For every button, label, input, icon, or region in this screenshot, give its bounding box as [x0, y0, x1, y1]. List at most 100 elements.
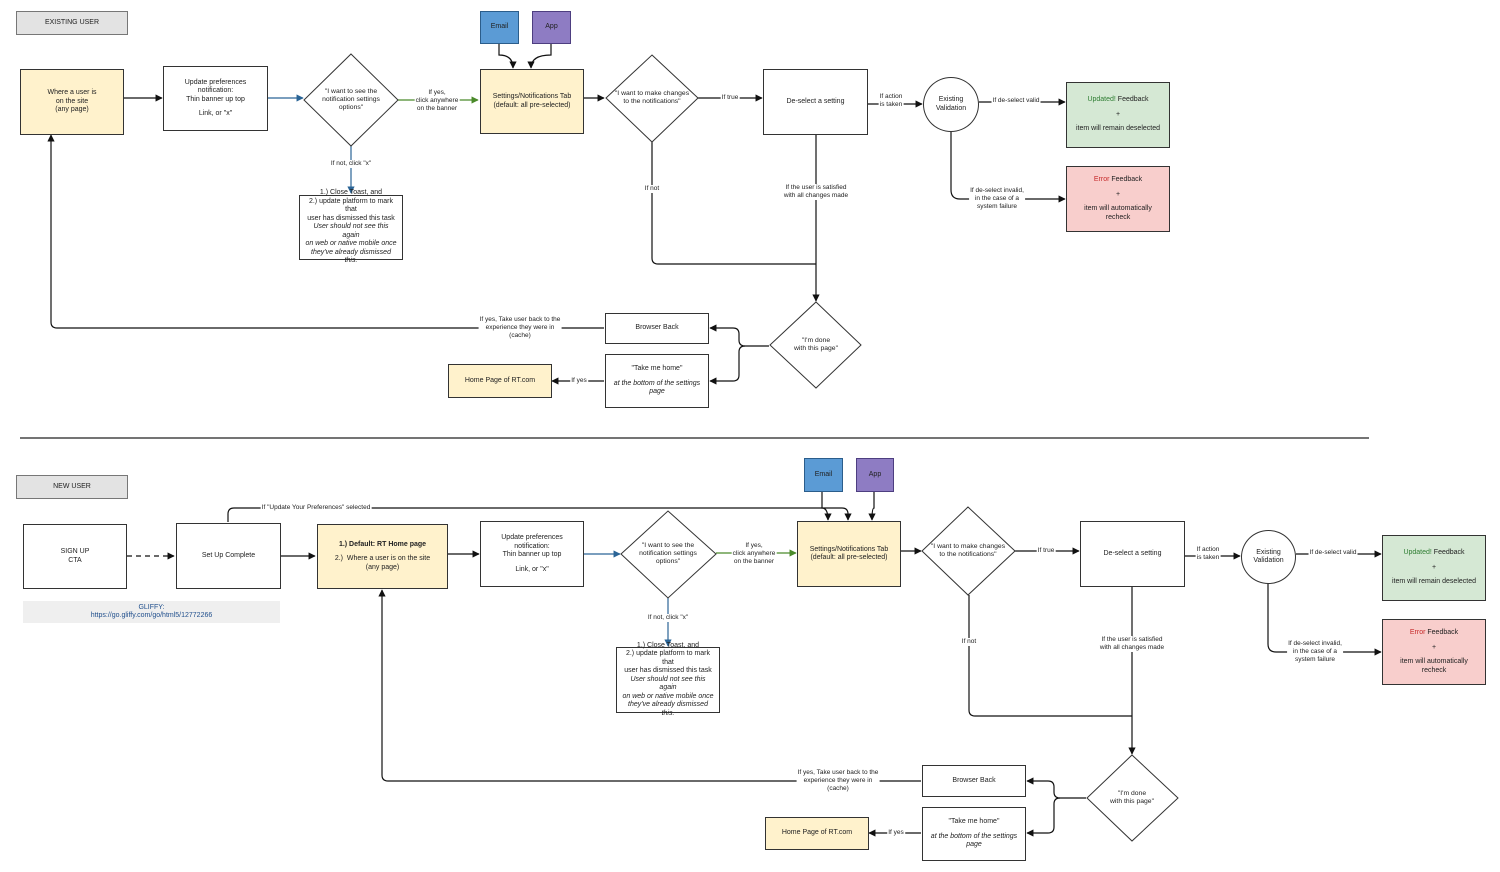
label-satisfied-2: If the user is satisfied with all change…	[1098, 636, 1166, 652]
toast-note-line: User should not see this again	[630, 675, 708, 692]
home-page-node-2: Home Page of RT.com	[765, 817, 869, 850]
label-line: If true	[721, 94, 739, 101]
app-channel-2: App	[856, 458, 894, 492]
app-channel: App	[532, 11, 571, 44]
app-label: App	[868, 470, 882, 478]
deselect-label: De-select a setting	[786, 97, 845, 105]
label-line: If "Update Your Preferences" selected	[261, 504, 371, 511]
setup-complete-node: Set Up Complete	[176, 523, 281, 589]
decision-done-2: "I'm done with this page"	[1110, 790, 1154, 806]
gliffy-note[interactable]: GLIFFY: https://go.gliffy.com/go/html5/1…	[23, 601, 280, 623]
updated-note: item will remain deselected	[1391, 578, 1477, 586]
decision-line: options"	[655, 558, 681, 565]
toast-node: 1.) Close Toast, and 2.) update platform…	[299, 189, 403, 264]
take-home-note: page	[649, 388, 665, 396]
validation-line: Existing	[1256, 548, 1281, 556]
label-line: system failure	[976, 203, 1018, 210]
take-home-note: at the bottom of the settings	[930, 832, 1018, 840]
label-line: If de-select invalid,	[1288, 640, 1342, 647]
decision-line: notification settings	[639, 550, 697, 557]
start-line: Where a user is	[47, 89, 97, 97]
updated-rest: Feedback	[1115, 96, 1149, 104]
label-not-click: If not, click "x"	[329, 160, 373, 168]
email-channel: Email	[480, 11, 519, 44]
signup-line: SIGN UP	[60, 548, 90, 555]
updated-feedback-node-2: Updated! Feedback + item will remain des…	[1382, 535, 1486, 601]
browser-back-label: Browser Back	[635, 324, 679, 332]
conn-setup-settings	[227, 507, 852, 522]
conn-change-ifnot	[651, 142, 816, 265]
label-line: If yes	[888, 829, 904, 836]
decision-done-shape	[769, 301, 862, 389]
label-action-taken-2: If action is taken	[1195, 546, 1221, 562]
setup-label: Set Up Complete	[201, 551, 256, 559]
gliffy-link[interactable]: https://go.gliffy.com/go/html5/12772266	[90, 612, 213, 619]
label-line: If de-select invalid,	[970, 187, 1024, 194]
notification-node: Update preferences notification: Thin ba…	[163, 66, 268, 131]
label-line: is taken	[879, 101, 903, 108]
email-channel-2: Email	[804, 458, 843, 492]
label-action-taken: If action is taken	[878, 93, 904, 109]
plus-sign: +	[1431, 643, 1437, 651]
decision-make-changes-shape	[605, 54, 699, 143]
decision-line: with this page"	[794, 345, 838, 352]
validation-line: Validation	[1253, 557, 1284, 564]
default-line: (any page)	[365, 563, 400, 571]
decision-make-changes-shape-2	[921, 506, 1016, 596]
label-line: If true	[1037, 547, 1055, 554]
label-deselect-valid: If de-select valid	[991, 97, 1041, 105]
deselect-label: De-select a setting	[1103, 549, 1162, 557]
label-line: with all changes made	[1099, 644, 1165, 651]
start-line: on the site	[55, 97, 89, 105]
toast-node-2: 1.) Close Toast, and 2.) update platform…	[616, 642, 720, 717]
toast-note-line: they've already dismissed this.	[628, 701, 710, 717]
decision-line: "I'm done	[1117, 790, 1147, 797]
conn-validation-error	[950, 132, 1066, 203]
new-user-header: NEW USER	[16, 475, 128, 499]
email-label: Email	[490, 23, 509, 31]
error-note: item will automatically recheck	[1400, 658, 1470, 674]
decision-line: notification settings	[322, 96, 380, 103]
deselect-node: De-select a setting	[763, 69, 868, 135]
settings-line: (default: all pre-selected)	[493, 101, 571, 109]
take-home-note: at the bottom of the settings	[613, 379, 701, 387]
plus-sign: +	[1115, 190, 1121, 198]
settings-line: Settings/Notifications Tab	[492, 93, 572, 100]
decision-see-settings-2: "I want to see the notification settings…	[639, 542, 697, 566]
label-line: If de-select valid	[992, 97, 1040, 104]
browser-back-node-2: Browser Back	[922, 765, 1026, 797]
default-title: 1.) Default: RT Home page	[338, 540, 427, 548]
label-line: with all changes made	[783, 192, 849, 199]
label-line: (cache)	[509, 332, 531, 339]
error-feedback-node: Error Feedback + item will automatically…	[1066, 166, 1170, 232]
error-title: Error Feedback	[1094, 176, 1142, 185]
take-home-label: "Take me home"	[631, 365, 683, 373]
conn-app-settings-2	[868, 492, 876, 521]
conn-back-start	[47, 134, 604, 329]
toast-line: 2.) update platform to mark that	[308, 197, 395, 214]
label-if-yes: If yes	[570, 377, 588, 385]
updated-feedback-node: Updated! Feedback + item will remain des…	[1066, 82, 1170, 148]
label-line: in the case of a	[974, 195, 1020, 202]
label-if-true: If true	[720, 94, 740, 102]
conn-back-default	[378, 589, 921, 782]
label-line: If yes,	[745, 542, 763, 549]
take-me-home-node-2: "Take me home" at the bottom of the sett…	[922, 807, 1026, 861]
label-deselect-valid-2: If de-select valid	[1308, 549, 1358, 557]
decision-line: "I'm done	[801, 337, 831, 344]
label-take-back: If yes, Take user back to the experience…	[478, 316, 562, 340]
label-line: If yes, Take user back to the	[479, 316, 561, 323]
app-label: App	[545, 23, 558, 31]
decision-done: "I'm done with this page"	[794, 337, 838, 353]
take-home-note: page	[966, 841, 982, 849]
label-line: in the case of a	[1292, 648, 1338, 655]
decision-make-changes-2: "I want to make changes to the notificat…	[931, 543, 1005, 559]
label-line: experience they were in	[803, 777, 873, 784]
label-line: If yes,	[428, 89, 446, 96]
label-line: If de-select valid	[1309, 549, 1357, 556]
conn-done-home-2	[1026, 797, 1061, 837]
notification-line: Update preferences notification:	[501, 534, 565, 550]
plus-sign: +	[1115, 110, 1121, 118]
home-page-label: Home Page of RT.com	[781, 829, 853, 837]
decision-line: with this page"	[1110, 798, 1154, 805]
